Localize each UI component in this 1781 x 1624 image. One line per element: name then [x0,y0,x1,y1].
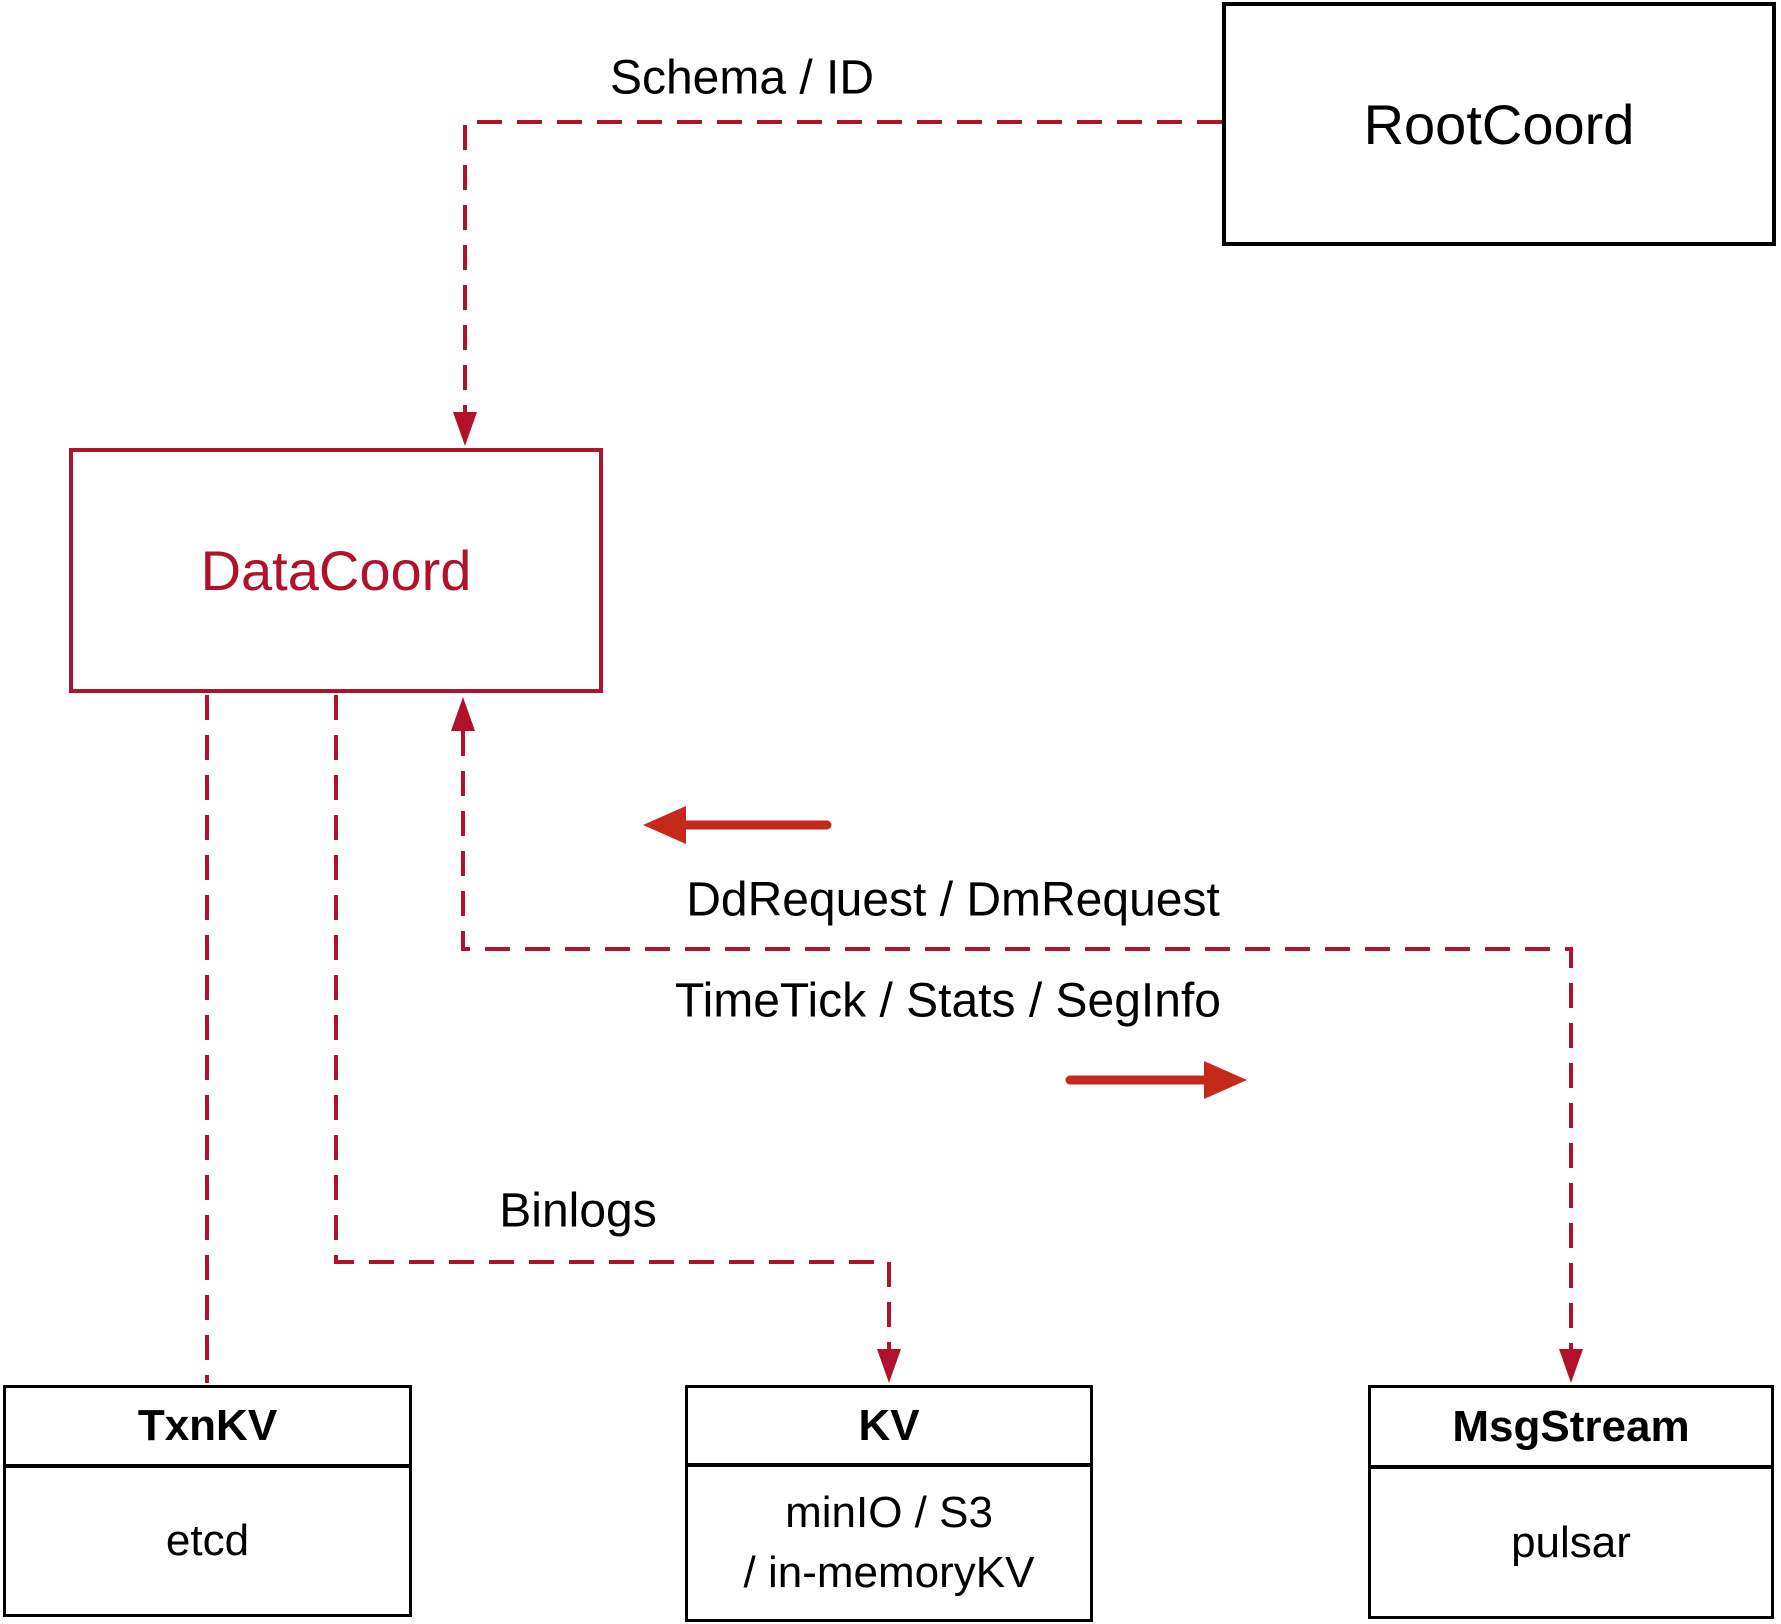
txnkv-body: etcd [165,1516,250,1565]
direction-arrow-right [1065,1061,1247,1099]
txnkv-title: TxnKV [6,1388,409,1468]
edge-label-ddrequest-dmrequest: DdRequest / DmRequest [686,873,1220,927]
node-kv: KV minIO / S3 / in-memoryKV [685,1385,1093,1622]
kv-body: minIO / S3 / in-memoryKV [688,1467,1090,1619]
arrowhead-into-datacoord-bottom [451,697,475,731]
arrowhead-into-datacoord-top [453,412,477,446]
arrowhead-into-kv-top [877,1349,901,1383]
msgstream-body: pulsar [1511,1517,1631,1567]
arrowhead-into-msgstream-top [1559,1349,1583,1383]
edge-label-timetick-stats-seginfo: TimeTick / Stats / SegInfo [675,974,1221,1028]
edge-binlogs [334,695,901,1383]
datacoord-label: DataCoord [200,539,472,602]
kv-body-line2: / in-memoryKV [743,1548,1035,1597]
node-rootcoord: RootCoord [1222,2,1776,246]
edge-schema-id [453,120,1222,446]
kv-body-line1: minIO / S3 [785,1488,993,1537]
node-msgstream: MsgStream pulsar [1368,1385,1774,1619]
node-txnkv: TxnKV etcd [3,1385,412,1617]
edge-label-binlogs: Binlogs [499,1184,657,1238]
rootcoord-label: RootCoord [1363,92,1635,156]
msgstream-title: MsgStream [1371,1388,1771,1469]
node-datacoord: DataCoord [69,448,603,693]
direction-arrow-left [643,806,832,844]
edge-feedback [451,697,1583,1383]
kv-title: KV [688,1388,1090,1467]
edge-label-schema-id: Schema / ID [609,51,875,105]
